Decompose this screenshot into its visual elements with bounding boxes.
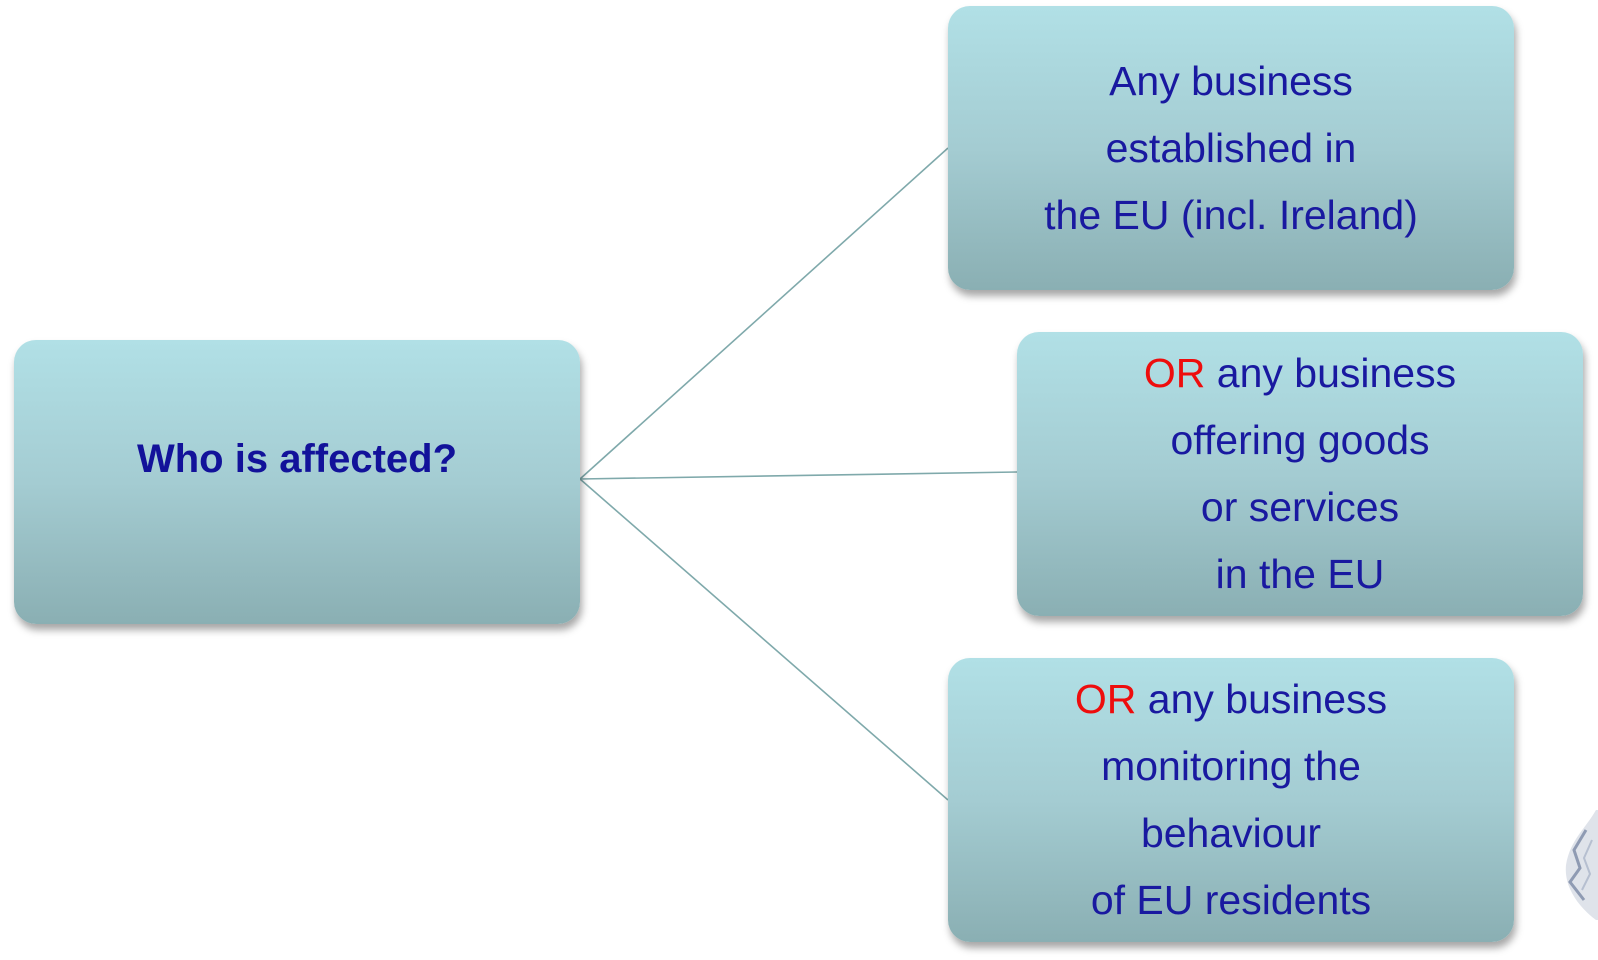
branch-node-3: OR any business monitoring the behaviour… <box>948 658 1514 942</box>
connector-to-box-3 <box>579 478 949 801</box>
or-highlight: OR <box>1143 350 1206 396</box>
branch-3-line-2: monitoring the <box>1101 743 1361 789</box>
branch-1-line-1: Any business <box>1109 57 1353 104</box>
or-highlight: OR <box>1074 676 1137 722</box>
branch-2-line-1: OR any business <box>1144 340 1456 407</box>
emblem-icon <box>1565 810 1598 920</box>
branch-3-line-4: of EU residents <box>1090 877 1372 923</box>
branch-node-1: Any business established in the EU (incl… <box>948 6 1514 290</box>
branch-1-line-2: established in <box>1105 124 1357 171</box>
branch-1-line-3: the EU (incl. Ireland) <box>1044 191 1418 238</box>
root-node-label: Who is affected? <box>136 437 458 481</box>
root-node: Who is affected? <box>14 340 580 624</box>
branch-3-line-1: OR any business <box>1075 666 1387 733</box>
branch-3-line-3: behaviour <box>1140 810 1322 856</box>
connector-to-box-1 <box>579 147 949 480</box>
branch-2-line-4: in the EU <box>1215 551 1385 597</box>
branch-2-line-3: or services <box>1200 484 1400 530</box>
connector-to-box-2 <box>579 471 1018 480</box>
branch-3-first-text: any business <box>1147 676 1388 722</box>
branch-2-first-text: any business <box>1216 350 1457 396</box>
branch-node-2: OR any business offering goods or servic… <box>1017 332 1583 616</box>
branch-2-line-2: offering goods <box>1170 417 1430 463</box>
